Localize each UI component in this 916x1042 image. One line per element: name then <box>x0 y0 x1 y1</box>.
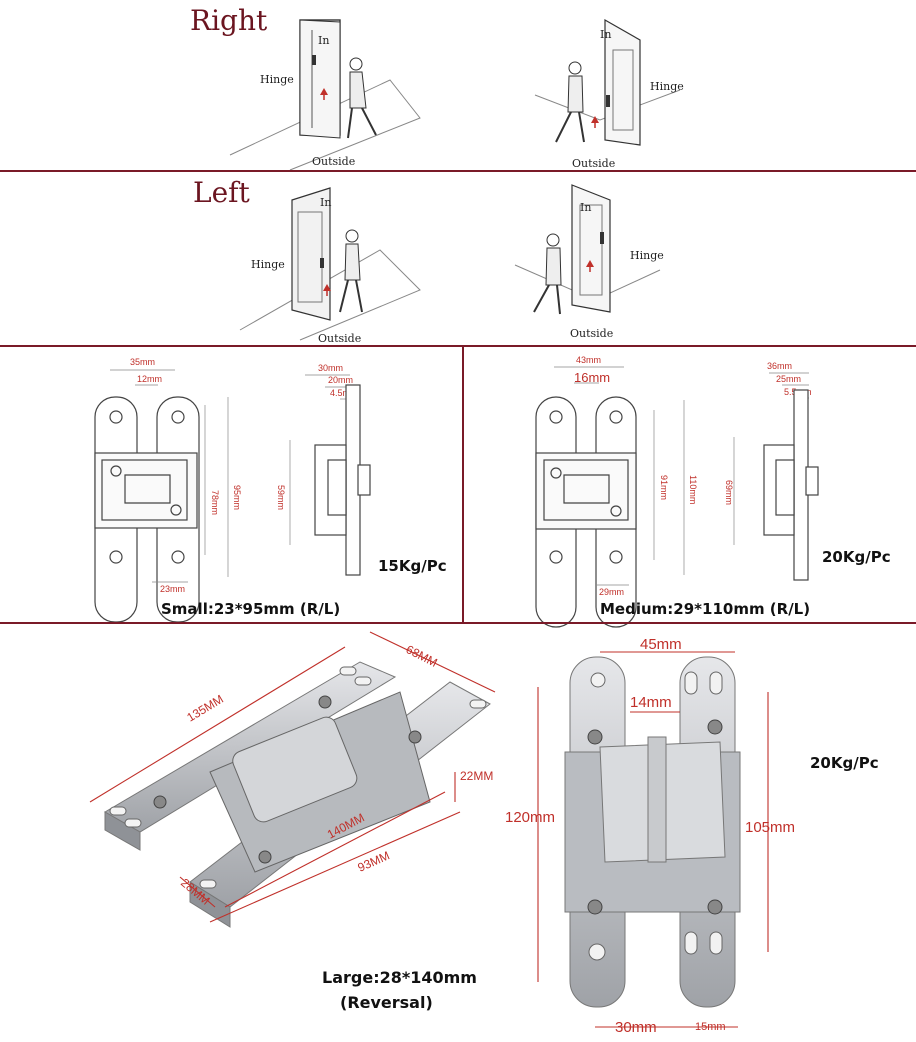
right-door2-outside-label: Outside <box>572 157 616 170</box>
large-front-dim-w: 45mm <box>640 636 682 653</box>
medium-dim-s2: 25mm <box>776 374 801 384</box>
large-front-dim-h: 120mm <box>505 809 555 826</box>
left-door2-outside-label: Outside <box>570 327 614 340</box>
medium-dim-w: 43mm <box>576 355 601 365</box>
large-caption-line2: (Reversal) <box>340 993 433 1012</box>
medium-dim-gap: 16mm <box>574 370 610 385</box>
medium-dim-h2: 110mm <box>688 475 698 504</box>
medium-caption: Medium:29*110mm (R/L) <box>600 600 811 618</box>
large-front-dim-gap: 14mm <box>630 694 672 711</box>
small-dim-w: 35mm <box>130 357 155 367</box>
right-door1-hinge-label: Hinge <box>260 73 294 86</box>
small-dim-side: 59mm <box>276 485 286 510</box>
large-dim-depth: 22MM <box>460 769 493 783</box>
small-dim-s3: 4.5mm <box>330 388 358 398</box>
large-dim-body: 93MM <box>356 848 392 874</box>
large-front-dim-bottom1: 30mm <box>615 1019 657 1036</box>
large-caption-line1: Large:28*140mm <box>322 968 477 987</box>
large-front-dim-h2: 105mm <box>745 819 795 836</box>
small-dim-h1: 78mm <box>210 490 220 515</box>
medium-dim-h1: 91mm <box>659 475 669 500</box>
small-load-label: 15Kg/Pc <box>378 557 447 575</box>
large-dim-len: 135MM <box>184 692 226 725</box>
right-section-title: Right <box>190 4 268 37</box>
small-hinge-drawing: 35mm 12mm 78mm 95mm 23mm 30mm 20mm 4.5mm… <box>94 357 371 623</box>
medium-hinge-drawing: 43mm 16mm 91mm 110mm 29mm 36mm 25mm 5.5m… <box>535 355 819 628</box>
right-door1-outside-label: Outside <box>312 155 356 168</box>
left-section-title: Left <box>193 176 250 209</box>
section-divider-3 <box>0 622 916 624</box>
left-door1-hinge-label: Hinge <box>251 258 285 271</box>
small-dim-s1: 30mm <box>318 363 343 373</box>
large-load-label: 20Kg/Pc <box>810 754 879 772</box>
left-door1-outside-label: Outside <box>318 332 362 345</box>
left-door2-hinge-label: Hinge <box>630 249 664 262</box>
large-hinge-perspective: 135MM 68MM 22MM 140MM 93MM 28MM <box>89 631 496 928</box>
large-dim-width: 68MM <box>404 642 440 670</box>
medium-dim-bottom: 29mm <box>599 587 624 597</box>
small-caption: Small:23*95mm (R/L) <box>161 600 341 618</box>
medium-dim-s1: 36mm <box>767 361 792 371</box>
right-door1-in-label: In <box>318 34 330 47</box>
small-dim-bottom: 23mm <box>160 584 185 594</box>
section-divider-vertical <box>462 345 464 623</box>
left-door2-in-label: In <box>580 201 592 214</box>
right-door2-hinge-label: Hinge <box>650 80 684 93</box>
small-dim-gap: 12mm <box>137 374 162 384</box>
section-divider-1 <box>0 170 916 172</box>
section-divider-2 <box>0 345 916 347</box>
left-door1-in-label: In <box>320 196 332 209</box>
medium-load-label: 20Kg/Pc <box>822 548 891 566</box>
large-hinge-front: 45mm 14mm 120mm 105mm 30mm 15mm <box>505 636 795 1036</box>
small-dim-s2: 20mm <box>328 375 353 385</box>
medium-dim-side: 69mm <box>724 480 734 505</box>
large-front-dim-bottom2: 15mm <box>695 1021 726 1033</box>
small-dim-h2: 95mm <box>232 485 242 510</box>
right-door2-in-label: In <box>600 28 612 41</box>
